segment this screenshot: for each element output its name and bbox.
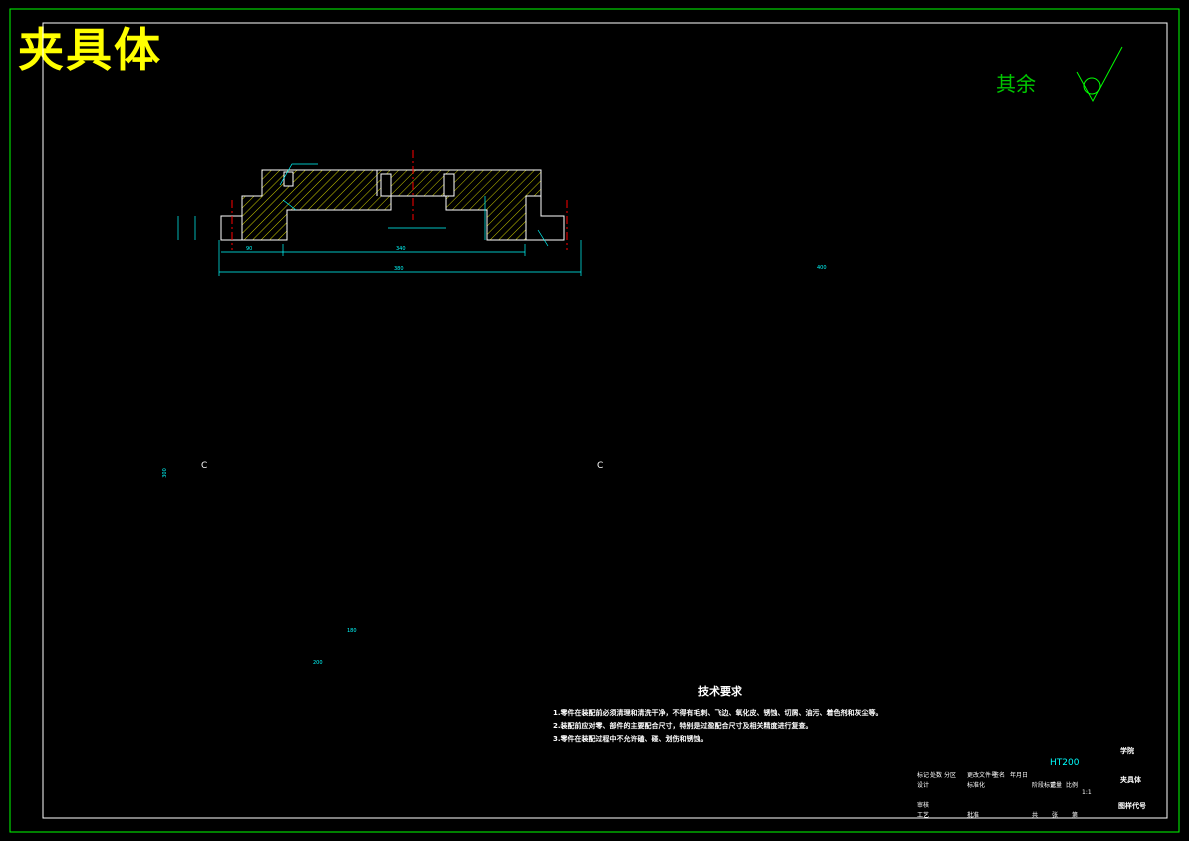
- title-block-label: 第: [1072, 812, 1079, 819]
- title-block-label: 共: [1032, 812, 1039, 819]
- front-section-hatch: [241, 169, 542, 241]
- title-block-school: 学院: [1120, 747, 1134, 755]
- section-mark-right: C: [597, 461, 604, 471]
- drawing-title: 夹具体: [18, 23, 162, 77]
- title-block-label: 年月日: [1010, 772, 1029, 779]
- title-block-label: 标记: [917, 772, 930, 779]
- title-block-label: 更改文件号: [967, 772, 998, 779]
- title-block-scale: 1:1: [1082, 789, 1092, 796]
- outer-border: [9, 8, 1180, 833]
- title-block-label: 重量: [1050, 782, 1063, 789]
- dim-plan-x-half: 180: [347, 628, 357, 634]
- tech-requirements-title: 技术要求: [698, 685, 742, 698]
- dim-plan-x: 200: [313, 660, 323, 666]
- title-block-label: 设计: [917, 782, 930, 789]
- dim-front-overall: 380: [394, 266, 404, 272]
- title-block-label: 阶段标记: [1032, 782, 1057, 789]
- roughness-symbol: [1076, 46, 1123, 103]
- tech-requirement-item: 2.装配前应对零、部件的主要配合尺寸，特别是过盈配合尺寸及相关精度进行复查。: [553, 722, 813, 730]
- dim-side-width: 400: [817, 265, 827, 271]
- dim-front-left: 90: [246, 246, 253, 252]
- title-block-label: 比例: [1066, 782, 1079, 789]
- title-block-material: HT200: [1050, 758, 1080, 768]
- front-section-view: [177, 150, 582, 276]
- title-block-label: 处数: [930, 772, 943, 779]
- title-block-label: 张: [1052, 812, 1059, 819]
- title-block-label: 分区: [944, 772, 957, 779]
- title-block-label: 批准: [967, 812, 980, 819]
- section-mark-left: C: [201, 461, 208, 471]
- title-block-label: 签名: [993, 772, 1006, 779]
- dim-front-inner: 340: [396, 246, 406, 252]
- inner-border: [42, 22, 1168, 819]
- title-block-drawing-no: 图样代号: [1118, 802, 1146, 810]
- title-block-part-name: 夹具体: [1120, 776, 1141, 784]
- tech-requirement-item: 1.零件在装配前必须清理和清洗干净，不得有毛刺、飞边、氧化皮、锈蚀、切屑、油污、…: [553, 709, 883, 717]
- title-block-label: 审核: [917, 802, 930, 809]
- dim-plan-y: 300: [161, 468, 168, 478]
- title-block-label: 标准化: [967, 782, 986, 789]
- tech-requirement-item: 3.零件在装配过程中不允许磕、碰、划伤和锈蚀。: [553, 735, 708, 743]
- roughness-note: 其余: [996, 72, 1036, 96]
- title-block-label: 工艺: [917, 812, 930, 819]
